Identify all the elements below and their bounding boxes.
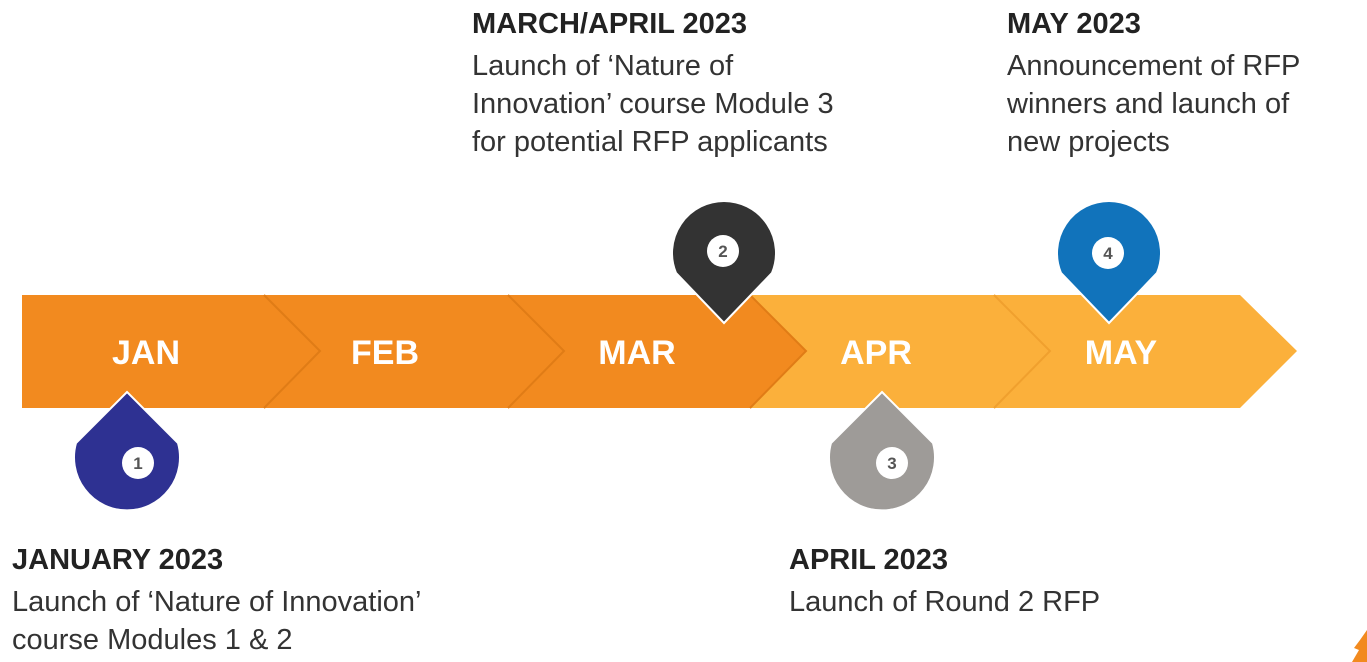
- month-label-feb: FEB: [351, 334, 419, 372]
- milestone-date: MAY 2023: [1007, 8, 1141, 40]
- milestone-date: JANUARY 2023: [12, 544, 224, 576]
- milestone-description: Launch of ‘Nature of Innovation’ course …: [472, 47, 952, 161]
- milestone-date: MARCH/APRIL 2023: [472, 8, 748, 40]
- description-line: Launch of Round 2 RFP: [789, 586, 1101, 618]
- description-line: Announcement of RFP: [1007, 50, 1301, 82]
- chevron-divider: [749, 294, 808, 409]
- milestone-description: Launch of ‘Nature of Innovation’ course …: [12, 583, 572, 659]
- description-line: new projects: [1007, 126, 1170, 158]
- milestone-description: Announcement of RFP winners and launch o…: [1007, 47, 1363, 161]
- description-line: Innovation’ course Module 3: [472, 88, 834, 120]
- month-label-apr: APR: [840, 334, 912, 372]
- chevron-divider: [993, 294, 1052, 409]
- month-segment-apr: [750, 295, 1050, 408]
- month-segment-feb: [264, 295, 564, 408]
- month-segment-may: [994, 295, 1297, 408]
- milestone-january: JANUARY 2023 Launch of ‘Nature of Innova…: [12, 543, 572, 659]
- month-label-mar: MAR: [598, 334, 675, 372]
- milestone-march-april: MARCH/APRIL 2023 Launch of ‘Nature of In…: [472, 7, 952, 161]
- month-segment-mar: [508, 295, 806, 408]
- pin-number: 4: [1103, 244, 1113, 263]
- map-pin-4: 4: [1056, 200, 1162, 325]
- chevron-divider: [263, 294, 322, 409]
- milestone-may: MAY 2023 Announcement of RFP winners and…: [1007, 7, 1363, 161]
- chevron-divider: [507, 294, 566, 409]
- description-line: for potential RFP applicants: [472, 126, 828, 158]
- month-label-may: MAY: [1085, 334, 1158, 372]
- map-pin-2: 2: [671, 200, 777, 325]
- pin-number: 1: [133, 454, 142, 473]
- description-line: winners and launch of: [1007, 88, 1290, 120]
- milestone-april: APRIL 2023 Launch of Round 2 RFP: [789, 543, 1209, 621]
- map-pin-1: 1: [73, 390, 181, 512]
- map-pin-3: 3: [828, 390, 936, 512]
- milestone-description: Launch of Round 2 RFP: [789, 583, 1209, 621]
- description-line: Launch of ‘Nature of: [472, 50, 734, 82]
- pin-number: 3: [887, 454, 896, 473]
- month-segment-jan: [22, 295, 320, 408]
- month-label-jan: JAN: [112, 334, 180, 372]
- description-line: course Modules 1 & 2: [12, 624, 293, 656]
- description-line: Launch of ‘Nature of Innovation’: [12, 586, 422, 618]
- milestone-date: APRIL 2023: [789, 544, 949, 576]
- pin-number: 2: [718, 242, 727, 261]
- logo-fragment: [1352, 630, 1367, 662]
